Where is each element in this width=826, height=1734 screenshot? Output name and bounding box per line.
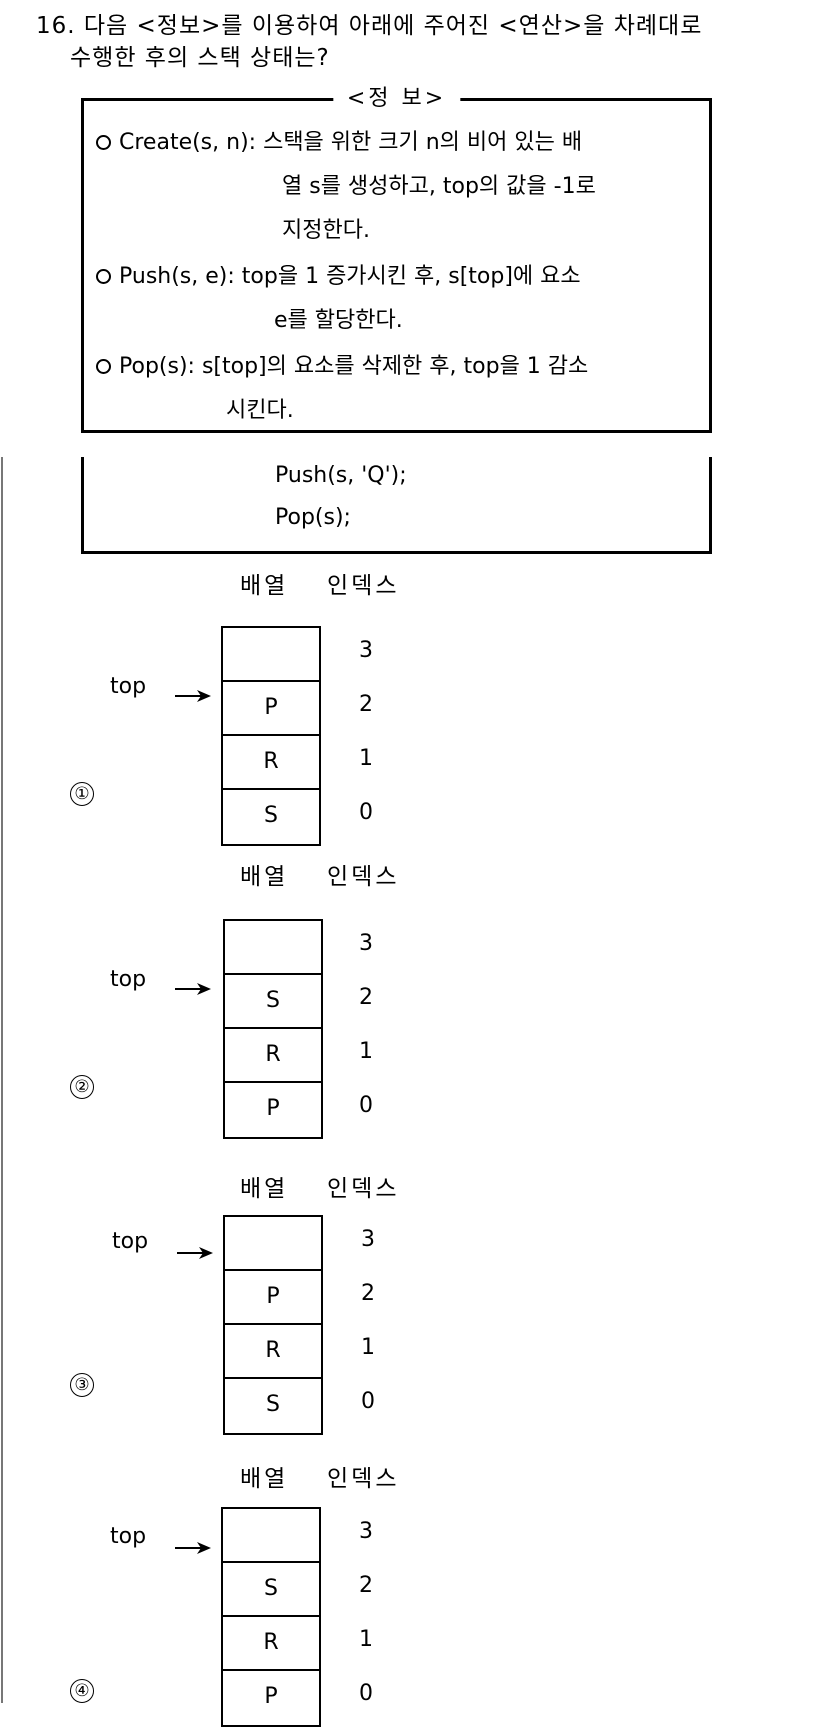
stack-array: S R P [223, 919, 323, 1139]
info-box: <정 보> Create(s, n): 스택을 위한 크기 n의 비어 있는 배… [81, 85, 712, 433]
index-header: 인덱스 [327, 573, 400, 599]
definition-text: e를 할당한다. [274, 308, 403, 333]
option-4[interactable]: 배열 인덱스 top S R P 3 2 1 0 ④ [0, 1444, 826, 1734]
operations-box: Push(s, 'Q'); Pop(s); [81, 457, 712, 554]
definition-create: Create(s, n): 스택을 위한 크기 n의 비어 있는 배 [96, 129, 582, 157]
stack-cell: S [266, 1392, 280, 1417]
stack-cell [225, 921, 321, 975]
definition-text: 열 s를 생성하고, top의 값을 -1로 [282, 174, 596, 199]
index-label: 2 [359, 1573, 373, 1598]
index-label: 3 [359, 638, 373, 663]
stack-array: P R S [221, 626, 321, 846]
index-label: 1 [361, 1335, 375, 1360]
top-label: top [110, 967, 147, 992]
array-header: 배열 [240, 573, 289, 599]
index-header: 인덱스 [327, 1466, 400, 1492]
index-label: 3 [359, 931, 373, 956]
stack-cell: P [266, 1096, 280, 1121]
stack-cell: S [223, 1563, 319, 1617]
stack-cell: R [225, 1325, 321, 1379]
definition-pop: Pop(s): s[top]의 요소를 삭제한 후, top을 1 감소 [96, 353, 588, 381]
arrow-right-icon [175, 1542, 211, 1554]
index-label: 1 [359, 1627, 373, 1652]
stack-cell: S [264, 803, 278, 828]
operation-line: Push(s, 'Q'); [275, 463, 407, 488]
option-2[interactable]: 배열 인덱스 top S R P 3 2 1 0 ② [0, 857, 826, 1147]
index-label: 0 [359, 800, 373, 825]
definition-term: Push(s, e): [119, 264, 235, 289]
top-label: top [110, 674, 147, 699]
definition-text: 스택을 위한 크기 n의 비어 있는 배 [263, 130, 583, 155]
stack-cell: P [225, 1271, 321, 1325]
index-label: 2 [359, 985, 373, 1010]
stack-cell: R [223, 736, 319, 790]
option-marker[interactable]: ② [70, 1075, 94, 1099]
circle-bullet-icon [96, 359, 111, 374]
index-label: 1 [359, 1039, 373, 1064]
circle-bullet-icon [96, 269, 111, 284]
question-text-1: 다음 <정보>를 이용하여 아래에 주어진 <연산>을 차례대로 [83, 13, 703, 39]
index-label: 3 [359, 1519, 373, 1544]
arrow-right-icon [175, 690, 211, 702]
top-label: top [112, 1229, 149, 1254]
option-marker[interactable]: ③ [70, 1373, 94, 1397]
question-line-1: 16. 다음 <정보>를 이용하여 아래에 주어진 <연산>을 차례대로 [36, 6, 702, 40]
index-label: 2 [359, 692, 373, 717]
array-header: 배열 [240, 864, 289, 890]
circle-bullet-icon [96, 135, 111, 150]
array-header: 배열 [240, 1176, 289, 1202]
definition-term: Pop(s): [119, 354, 195, 379]
stack-cell [223, 628, 319, 682]
stack-cell: P [223, 682, 319, 736]
stack-cell [225, 1217, 321, 1271]
top-label: top [110, 1524, 147, 1549]
page-left-rule [1, 457, 3, 1703]
definition-text: 시킨다. [226, 398, 294, 423]
stack-array: S R P [221, 1507, 321, 1727]
index-label: 0 [359, 1681, 373, 1706]
arrow-right-icon [175, 983, 211, 995]
info-box-title: <정 보> [332, 85, 461, 113]
index-label: 0 [359, 1093, 373, 1118]
index-label: 1 [359, 746, 373, 771]
index-label: 2 [361, 1281, 375, 1306]
question-text-2: 수행한 후의 스택 상태는? [70, 45, 330, 71]
stack-cell: S [225, 975, 321, 1029]
definition-term: Create(s, n): [119, 130, 257, 155]
array-header: 배열 [240, 1466, 289, 1492]
stack-cell: P [264, 1684, 278, 1709]
definition-text: s[top]의 요소를 삭제한 후, top을 1 감소 [201, 354, 589, 379]
option-3[interactable]: 배열 인덱스 top P R S 3 2 1 0 ③ [0, 1151, 826, 1441]
option-1[interactable]: 배열 인덱스 top P R S 3 2 1 0 ① [0, 566, 826, 856]
stack-cell: R [225, 1029, 321, 1083]
index-header: 인덱스 [327, 864, 400, 890]
stack-cell [223, 1509, 319, 1563]
stack-array: P R S [223, 1215, 323, 1435]
stack-cell: R [223, 1617, 319, 1671]
option-marker[interactable]: ① [70, 782, 94, 806]
definition-text: top을 1 증가시킨 후, s[top]에 요소 [241, 264, 581, 289]
option-marker[interactable]: ④ [70, 1679, 94, 1703]
definition-text: 지정한다. [282, 218, 370, 243]
definition-push: Push(s, e): top을 1 증가시킨 후, s[top]에 요소 [96, 263, 581, 291]
index-label: 3 [361, 1227, 375, 1252]
question-number: 16. [36, 13, 76, 39]
index-header: 인덱스 [327, 1176, 400, 1202]
operation-line: Pop(s); [275, 505, 351, 530]
arrow-right-icon [177, 1247, 213, 1259]
index-label: 0 [361, 1389, 375, 1414]
